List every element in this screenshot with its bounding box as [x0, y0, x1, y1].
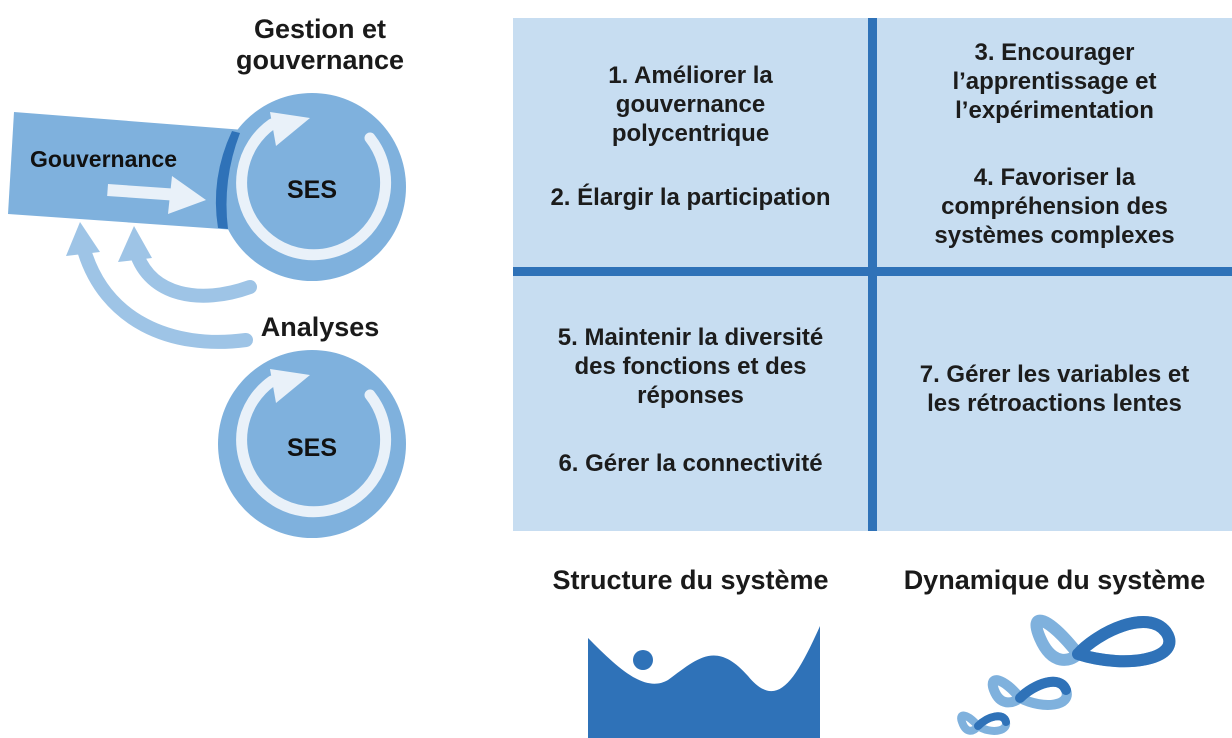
principle-7-line2: les rétroactions lentes — [927, 390, 1182, 417]
grid-horizontal-divider — [513, 267, 1232, 276]
governance-title-line1: Gestion et — [253, 14, 387, 44]
governance-contact-edge — [215, 131, 240, 229]
ses-cycle-arrow-top — [236, 118, 392, 261]
infinity-loops-icon — [957, 614, 1176, 735]
dynamics-label: Dynamique du système — [903, 565, 1206, 595]
ses-label-bottom: SES — [286, 434, 338, 462]
principle-4-line2: compréhension des — [941, 193, 1168, 220]
principle-5-line2: des fonctions et des — [574, 353, 807, 380]
principle-7: 7. Gérer les variables et les rétroactio… — [877, 360, 1232, 418]
principle-1-line3: polycentrique — [611, 120, 770, 147]
principle-3-line1: 3. Encourager — [974, 39, 1135, 66]
feedback-arrowhead-inner — [118, 226, 152, 262]
ball-icon — [633, 650, 653, 670]
principle-3: 3. Encourager l’apprentissage et l’expér… — [877, 38, 1232, 125]
ses-label-top: SES — [286, 176, 338, 204]
governance-arrow-shaft — [107, 184, 178, 201]
principle-5: 5. Maintenir la diversité des fonctions … — [513, 323, 868, 410]
principle-4-line1: 4. Favoriser la — [973, 164, 1136, 191]
ses-feedback-diagram — [8, 93, 406, 538]
feedback-arrow-inner — [129, 245, 257, 303]
analyses-label: Analyses — [260, 312, 380, 342]
principle-5-line1: 5. Maintenir la diversité — [557, 324, 824, 351]
principle-1-line1: 1. Améliorer la — [608, 62, 773, 89]
ses-cycle-arrow-bottom — [236, 375, 392, 518]
governance-label: Gouvernance — [30, 146, 177, 172]
principle-7-line1: 7. Gérer les variables et — [919, 361, 1190, 388]
principle-4: 4. Favoriser la compréhension des systèm… — [877, 163, 1232, 250]
principle-3-line2: l’apprentissage et — [952, 68, 1157, 95]
principle-5-line3: réponses — [637, 382, 744, 409]
principle-3-line3: l’expérimentation — [955, 97, 1154, 124]
ses-cycle-arrowhead-bottom — [270, 369, 310, 403]
feedback-arrowhead-outer — [66, 222, 100, 256]
principle-1: 1. Améliorer la gouvernance polycentriqu… — [513, 61, 868, 148]
stability-landscape-icon — [588, 626, 820, 738]
principle-6: 6. Gérer la connectivité — [558, 450, 823, 477]
governance-title-line2: gouvernance — [235, 45, 405, 75]
governance-arrowhead — [168, 176, 206, 214]
structure-label: Structure du système — [552, 565, 829, 595]
ses-cycle-arrowhead-top — [270, 112, 310, 146]
governance-title: Gestion et gouvernance — [200, 14, 440, 76]
principle-4-line3: systèmes complexes — [934, 222, 1175, 249]
principle-2: 2. Élargir la participation — [550, 184, 831, 211]
principle-1-line2: gouvernance — [615, 91, 766, 118]
feedback-arrow-outer — [77, 243, 253, 349]
